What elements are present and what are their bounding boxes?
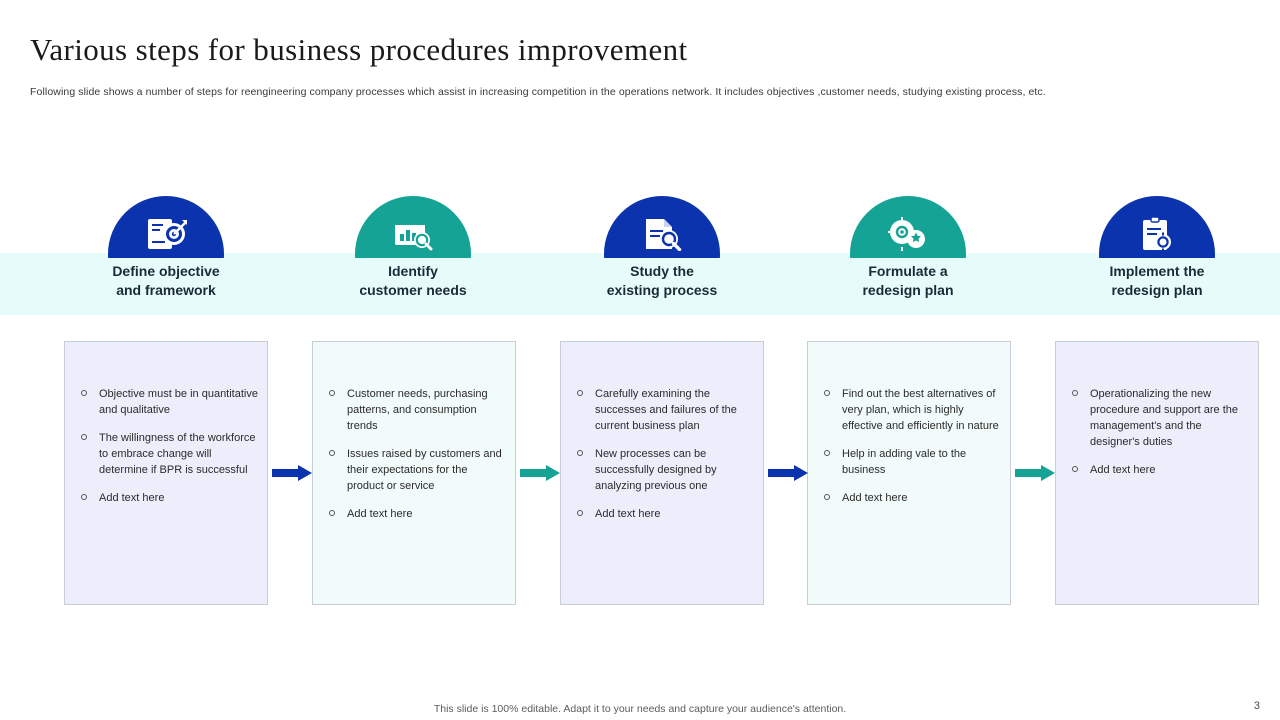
- list-item-text: Help in adding vale to the business: [842, 448, 967, 476]
- bullet-marker-icon: [81, 434, 87, 440]
- step-5-heading: Implement the redesign plan: [1056, 262, 1258, 300]
- page-title: Various steps for business procedures im…: [30, 32, 688, 67]
- step-4-bullet-list: Find out the best alternatives of very p…: [820, 386, 1002, 518]
- list-item-text[interactable]: Add text here: [842, 492, 908, 504]
- step-2-heading-line2: customer needs: [359, 282, 467, 298]
- step-3: Study the existing process: [561, 196, 763, 298]
- list-item-text[interactable]: Add text here: [99, 492, 165, 504]
- bullet-marker-icon: [329, 510, 335, 516]
- list-item: Help in adding vale to the business: [820, 446, 1002, 478]
- step-4-heading-line1: Formulate a: [868, 263, 948, 279]
- bullet-marker-icon: [1072, 390, 1078, 396]
- step-1: Define objective and framework: [65, 196, 267, 298]
- list-item-text[interactable]: Add text here: [1090, 464, 1156, 476]
- step-4: Formulate a redesign plan: [807, 196, 1009, 298]
- step-4-heading: Formulate a redesign plan: [807, 262, 1009, 300]
- list-item: Customer needs, purchasing patterns, and…: [325, 386, 507, 434]
- step-4-heading-line2: redesign plan: [862, 282, 954, 298]
- step-1-heading: Define objective and framework: [65, 262, 267, 300]
- target-document-icon: [108, 196, 224, 258]
- step-2-circle: [355, 196, 471, 258]
- step-3-heading-line1: Study the: [630, 263, 694, 279]
- step-1-card: Objective must be in quantitative and qu…: [64, 341, 268, 605]
- list-item: Add text here: [325, 506, 507, 522]
- list-item: Operationalizing the new procedure and s…: [1068, 386, 1250, 450]
- step-3-bullet-list: Carefully examining the successes and fa…: [573, 386, 755, 534]
- step-4-circle: [850, 196, 966, 258]
- step-3-circle: [604, 196, 720, 258]
- step-5-circle: [1099, 196, 1215, 258]
- list-item-text[interactable]: Add text here: [595, 508, 661, 520]
- list-item-text: New processes can be successfully design…: [595, 448, 717, 492]
- list-item: Add text here: [820, 490, 1002, 506]
- list-item: Find out the best alternatives of very p…: [820, 386, 1002, 434]
- step-2-card: Customer needs, purchasing patterns, and…: [312, 341, 516, 605]
- list-item: Add text here: [77, 490, 259, 506]
- list-item: Objective must be in quantitative and qu…: [77, 386, 259, 418]
- footer-note: This slide is 100% editable. Adapt it to…: [433, 703, 847, 715]
- list-item-text: Find out the best alternatives of very p…: [842, 388, 999, 432]
- list-item-text: The willingness of the workforce to embr…: [99, 432, 256, 476]
- step-1-bullet-list: Objective must be in quantitative and qu…: [77, 386, 259, 518]
- step-2-bullet-list: Customer needs, purchasing patterns, and…: [325, 386, 507, 534]
- list-item-text[interactable]: Add text here: [347, 508, 413, 520]
- step-3-heading-line2: existing process: [606, 282, 718, 298]
- step-5-heading-line2: redesign plan: [1111, 282, 1203, 298]
- list-item: The willingness of the workforce to embr…: [77, 430, 259, 478]
- bullet-marker-icon: [824, 390, 830, 396]
- arrow-4-5-icon: [1015, 465, 1057, 481]
- step-2: Identify customer needs: [312, 196, 514, 298]
- arrow-2-3-icon: [520, 465, 562, 481]
- bullet-marker-icon: [1072, 466, 1078, 472]
- list-item: Issues raised by customers and their exp…: [325, 446, 507, 494]
- step-4-card: Find out the best alternatives of very p…: [807, 341, 1011, 605]
- bullet-marker-icon: [329, 450, 335, 456]
- heading-band: [0, 253, 1280, 315]
- bullet-marker-icon: [81, 390, 87, 396]
- step-1-heading-line1: Define objective: [112, 263, 220, 279]
- bullet-marker-icon: [577, 450, 583, 456]
- list-item: Carefully examining the successes and fa…: [573, 386, 755, 434]
- step-5: Implement the redesign plan: [1056, 196, 1258, 298]
- arrow-1-2-icon: [272, 465, 314, 481]
- document-magnifier-icon: [604, 196, 720, 258]
- list-item: Add text here: [573, 506, 755, 522]
- step-3-heading: Study the existing process: [561, 262, 763, 300]
- list-item-text: Issues raised by customers and their exp…: [347, 448, 502, 492]
- page-number: 3: [1253, 700, 1260, 712]
- step-5-bullet-list: Operationalizing the new procedure and s…: [1068, 386, 1250, 490]
- bullet-marker-icon: [577, 390, 583, 396]
- bullet-marker-icon: [577, 510, 583, 516]
- step-2-heading: Identify customer needs: [312, 262, 514, 300]
- page-subtitle: Following slide shows a number of steps …: [30, 86, 1046, 98]
- list-item: Add text here: [1068, 462, 1250, 478]
- bullet-marker-icon: [81, 494, 87, 500]
- list-item-text: Customer needs, purchasing patterns, and…: [347, 388, 488, 432]
- step-2-heading-line1: Identify: [388, 263, 438, 279]
- step-5-heading-line1: Implement the: [1109, 263, 1205, 279]
- clipboard-gear-icon: [1099, 196, 1215, 258]
- gear-settings-icon: [850, 196, 966, 258]
- arrow-3-4-icon: [768, 465, 810, 481]
- step-3-card: Carefully examining the successes and fa…: [560, 341, 764, 605]
- list-item-text: Carefully examining the successes and fa…: [595, 388, 737, 432]
- list-item: New processes can be successfully design…: [573, 446, 755, 494]
- step-1-heading-line2: and framework: [116, 282, 216, 298]
- list-item-text: Objective must be in quantitative and qu…: [99, 388, 258, 416]
- bullet-marker-icon: [824, 494, 830, 500]
- step-5-card: Operationalizing the new procedure and s…: [1055, 341, 1259, 605]
- step-1-circle: [108, 196, 224, 258]
- list-item-text: Operationalizing the new procedure and s…: [1090, 388, 1238, 448]
- bullet-marker-icon: [824, 450, 830, 456]
- chart-search-icon: [355, 196, 471, 258]
- bullet-marker-icon: [329, 390, 335, 396]
